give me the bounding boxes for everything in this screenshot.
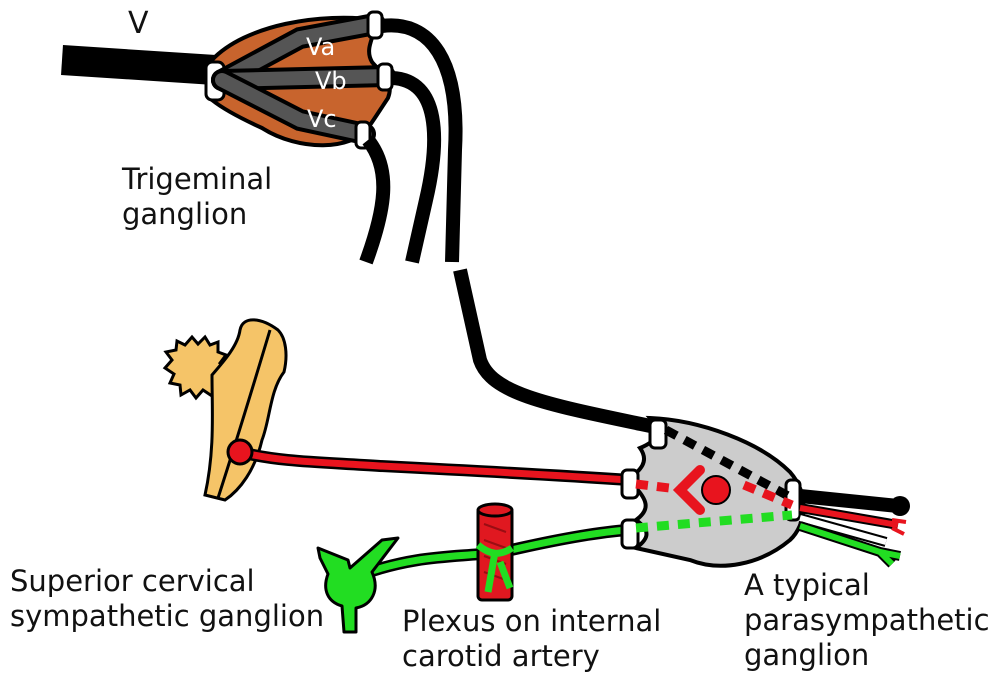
trigeminal-ganglion-label: Trigeminal ganglion bbox=[122, 162, 272, 232]
carotid-plexus-label: Plexus on internal carotid artery bbox=[402, 604, 661, 674]
maxillary-division-label: Vb bbox=[315, 68, 347, 94]
sympathetic-fiber bbox=[228, 440, 630, 480]
trigeminal-label-line-2: ganglion bbox=[122, 197, 272, 232]
parasympathetic-label-line-1: A typical bbox=[744, 568, 990, 603]
plexus-label-line-1: Plexus on internal bbox=[402, 604, 661, 639]
plexus-label-line-2: carotid artery bbox=[402, 639, 661, 674]
trigeminal-nerve-root bbox=[62, 60, 215, 70]
parasympathetic-label-line-2: parasympathetic bbox=[744, 603, 990, 638]
parasympathetic-label-line-3: ganglion bbox=[744, 638, 990, 673]
postganglionic-fibers bbox=[800, 496, 910, 564]
superior-cervical-label-line-2: sympathetic ganglion bbox=[10, 599, 324, 634]
superior-cervical-ganglion-label: Superior cervical sympathetic ganglion bbox=[10, 564, 324, 634]
green-neuron bbox=[318, 538, 398, 632]
internal-carotid-artery bbox=[478, 504, 512, 600]
trigeminal-ganglion bbox=[206, 12, 392, 148]
parasympathetic-ganglion-label: A typical parasympathetic ganglion bbox=[744, 568, 990, 673]
mandibular-division-label: Vc bbox=[307, 106, 337, 132]
trigeminal-branches bbox=[366, 25, 660, 428]
parasympathetic-ganglion bbox=[622, 418, 804, 566]
superior-cervical-ganglion bbox=[165, 320, 286, 500]
superior-cervical-label-line-1: Superior cervical bbox=[10, 564, 324, 599]
ophthalmic-division-label: Va bbox=[306, 34, 335, 60]
trigeminal-root-label: V bbox=[128, 6, 149, 41]
trigeminal-label-line-1: Trigeminal bbox=[122, 162, 272, 197]
